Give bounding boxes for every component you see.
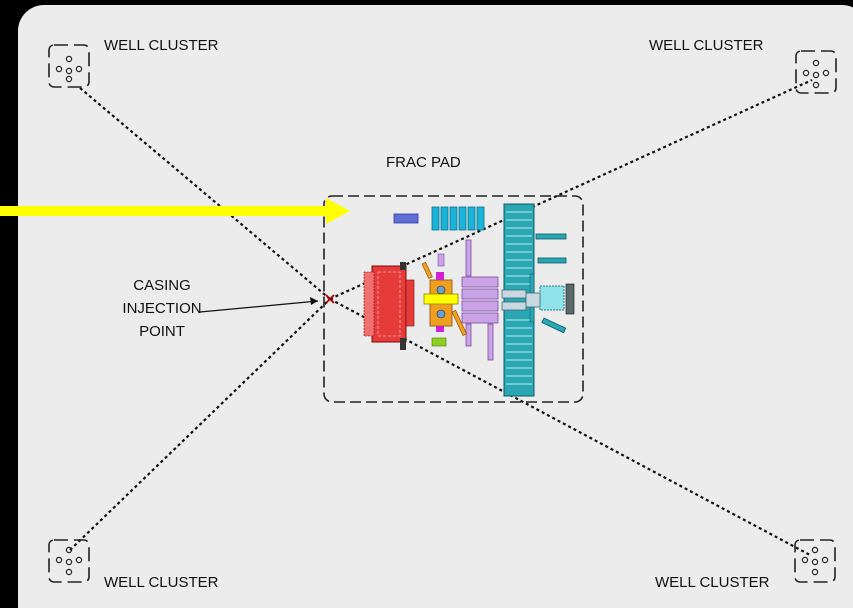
side-arm — [537, 257, 567, 264]
well-cluster-icon — [48, 539, 90, 583]
well-cluster-label-bottom-right: WELL CLUSTER — [655, 574, 770, 591]
injection-x-icon — [325, 294, 335, 304]
connectors — [501, 289, 541, 311]
well-cluster-icon — [794, 539, 836, 583]
conveyor-slats — [506, 211, 532, 385]
blender-unit — [393, 213, 419, 224]
arrow-icon — [0, 198, 350, 224]
casing-label-line1: CASING — [133, 277, 191, 294]
well-cluster-icon — [48, 44, 90, 88]
casing-pointer — [199, 300, 319, 313]
control-van — [565, 283, 575, 315]
well-cluster-label-top-left: WELL CLUSTER — [104, 37, 219, 54]
frac-pad-boundary — [323, 195, 584, 403]
side-arm — [541, 317, 567, 334]
line-bottom-left — [69, 298, 331, 551]
manifold — [421, 253, 468, 336]
pump-units — [461, 239, 499, 361]
line-top-right — [329, 78, 813, 301]
frac-equipment — [363, 203, 575, 397]
casing-label-line3: POINT — [139, 323, 185, 340]
sand-unit — [539, 285, 565, 311]
well-lines — [69, 78, 813, 556]
well-cluster-icon — [795, 50, 837, 94]
line-top-left — [79, 87, 331, 300]
water-tanks — [431, 206, 485, 231]
wellhead-trailer — [363, 262, 415, 350]
line-bottom-right — [329, 298, 811, 556]
frac-pad-label: FRAC PAD — [386, 154, 461, 171]
casing-label-line2: INJECTION — [122, 300, 202, 317]
well-cluster-label-bottom-left: WELL CLUSTER — [104, 574, 219, 591]
small-unit — [431, 337, 447, 347]
pointer-arrowhead — [310, 297, 318, 305]
well-cluster-label-top-right: WELL CLUSTER — [649, 37, 764, 54]
side-arm — [535, 233, 567, 240]
